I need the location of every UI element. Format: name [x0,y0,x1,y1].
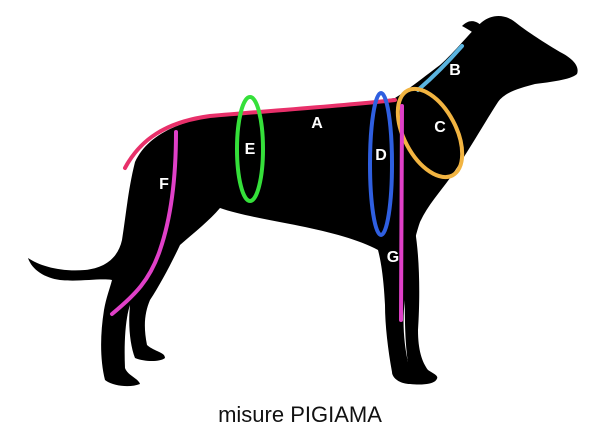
label-E: E [245,141,256,158]
line-G-front-leg [399,104,404,322]
dog-front-far-leg [404,230,438,381]
label-D: D [375,147,387,164]
diagram-caption: misure PIGIAMA [218,402,382,427]
label-A: A [311,115,323,132]
ring-D-girth [368,91,394,237]
dog-body [28,16,578,387]
label-G: G [387,249,399,266]
line-B-neck [416,44,464,92]
ring-E-waist [235,95,265,203]
dog-ear [462,21,485,40]
line-F-rear-leg [110,130,178,316]
ring-C-chest [395,86,465,180]
line-A-back-length [123,98,397,170]
label-C: C [434,119,446,136]
label-F: F [159,176,169,193]
label-B: B [449,62,461,79]
dog-silhouette [28,16,578,387]
